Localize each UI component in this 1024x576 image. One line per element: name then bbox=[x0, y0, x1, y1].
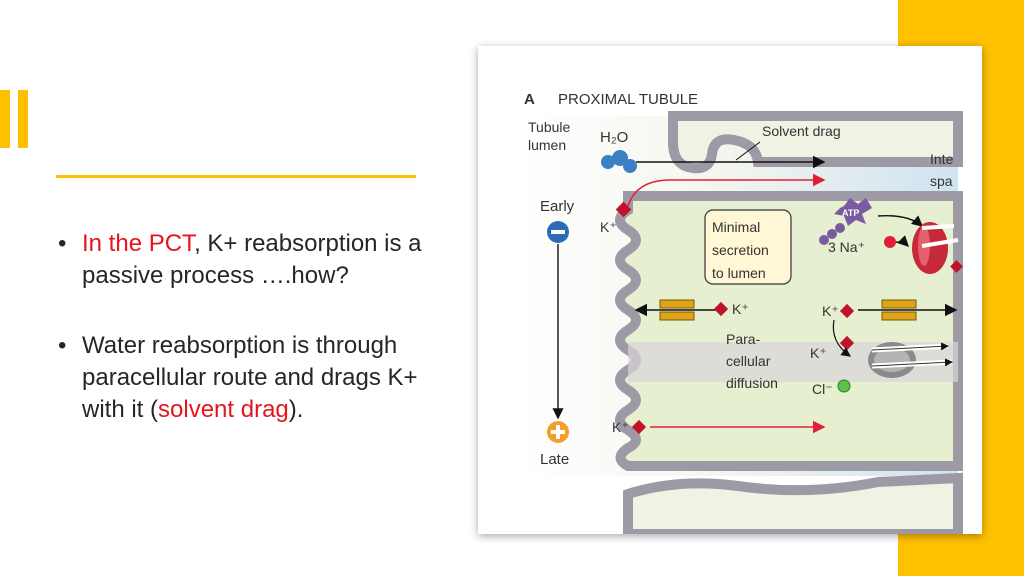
pump-channel bbox=[921, 224, 955, 230]
tubule-lumen-label: lumen bbox=[528, 137, 566, 153]
minus-circle-icon bbox=[547, 221, 569, 243]
sodium-label: 3 Na⁺ bbox=[828, 239, 865, 255]
cotransport-arrow bbox=[871, 358, 953, 367]
paracellular-label: cellular bbox=[726, 353, 771, 369]
bullet-dot-icon: • bbox=[58, 332, 67, 359]
bullet-item: • Water reabsorption is through paracell… bbox=[58, 330, 438, 426]
k-ion-marker-icon bbox=[839, 303, 855, 319]
solvent-drag-label: Solvent drag bbox=[762, 123, 841, 139]
late-label: Late bbox=[540, 451, 569, 468]
adp-chain-icon bbox=[819, 223, 845, 245]
interstitial-label: spa bbox=[930, 173, 953, 189]
k-ion-label: K⁺ bbox=[810, 345, 827, 361]
basolateral-k-channel-icon bbox=[881, 299, 917, 321]
plus-circle-icon bbox=[547, 421, 569, 443]
callout-text: to lumen bbox=[712, 265, 766, 281]
k-ion-label: K⁺ bbox=[600, 219, 617, 235]
paracellular-label: Para- bbox=[726, 331, 761, 347]
bullet-highlight: In the PCT bbox=[82, 230, 195, 257]
interstitial-label: Inte bbox=[930, 151, 954, 167]
k-recycle-arrow bbox=[832, 319, 851, 357]
k-ion-marker-icon bbox=[631, 419, 647, 435]
k-ion-label: K⁺ bbox=[612, 419, 629, 435]
figure-title: PROXIMAL TUBULE bbox=[558, 91, 698, 108]
early-label: Early bbox=[540, 198, 575, 215]
sodium-ion-icon bbox=[884, 236, 896, 248]
k-ion-label: K⁺ bbox=[822, 303, 839, 319]
bullet-list: • In the PCT, K+ reabsorption is a passi… bbox=[58, 228, 438, 464]
sodium-arrow bbox=[895, 235, 909, 247]
accent-bar bbox=[18, 90, 28, 148]
chloride-ion-icon bbox=[837, 379, 851, 393]
water-molecule-icon bbox=[601, 150, 637, 173]
k-ion-marker-icon bbox=[615, 201, 632, 218]
callout-text: secretion bbox=[712, 242, 769, 258]
pump-channel bbox=[921, 238, 959, 248]
callout-text: Minimal bbox=[712, 219, 760, 235]
solvent-drag-k-arrow bbox=[627, 173, 826, 207]
tubule-lumen-label: Tubule bbox=[528, 119, 571, 135]
accent-bar bbox=[0, 90, 10, 148]
cotransport-arrow bbox=[871, 342, 949, 351]
figure-card: A PROXIMAL TUBULE Tubule lumen H₂O Solve… bbox=[478, 46, 982, 534]
title-underline bbox=[56, 175, 416, 178]
svg-text:ATP: ATP bbox=[842, 208, 859, 218]
pump-arrow bbox=[877, 215, 924, 227]
k-ion-label: K⁺ bbox=[732, 301, 749, 317]
water-label: H₂O bbox=[600, 129, 628, 146]
lower-cell bbox=[623, 472, 963, 534]
k-ion-marker-icon bbox=[713, 301, 729, 317]
upper-cell bbox=[668, 111, 963, 174]
bullet-text: Water reabsorption is through paracellul… bbox=[82, 332, 418, 423]
bullet-item: • In the PCT, K+ reabsorption is a passi… bbox=[58, 228, 438, 292]
panel-letter: A bbox=[524, 91, 535, 108]
bullet-highlight: solvent drag bbox=[158, 396, 289, 423]
bullet-dot-icon: • bbox=[58, 230, 67, 257]
accent-mark-left bbox=[0, 90, 30, 148]
chloride-label: Cl⁻ bbox=[812, 381, 833, 397]
atp-burst-icon: ATP bbox=[834, 198, 872, 226]
proximal-tubule-diagram: A PROXIMAL TUBULE Tubule lumen H₂O Solve… bbox=[518, 91, 963, 534]
k-ion-marker-icon bbox=[839, 335, 855, 351]
bullet-text: ). bbox=[288, 396, 304, 423]
solvent-drag-pointer bbox=[735, 141, 761, 161]
apical-k-channel-icon bbox=[659, 299, 695, 321]
secretion-callout bbox=[704, 209, 792, 285]
na-k-pump-icon bbox=[912, 222, 948, 274]
bullet-text: , K+ reabsorption is a passive process …… bbox=[82, 230, 422, 289]
paracellular-label: diffusion bbox=[726, 375, 778, 391]
